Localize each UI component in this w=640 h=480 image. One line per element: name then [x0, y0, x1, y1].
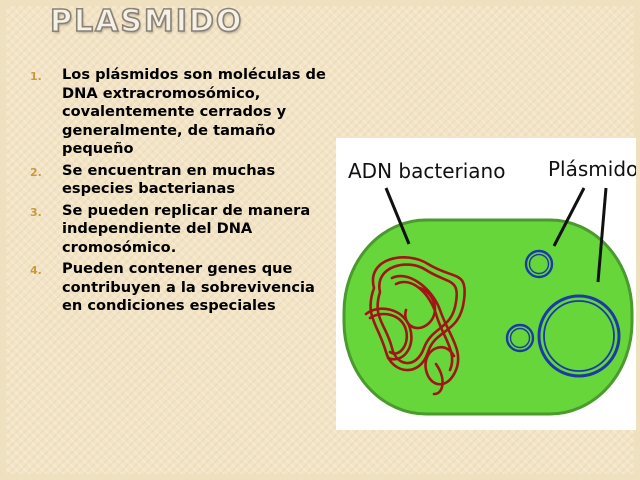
- plasmid: [528, 253, 550, 275]
- list-item: 2. Se encuentran en muchas especies bact…: [30, 162, 335, 199]
- plasmid: [543, 300, 615, 372]
- item-number: 4.: [30, 264, 42, 277]
- item-text: Los plásmidos son moléculas de DNA extra…: [62, 66, 326, 157]
- item-text: Pueden contener genes que contribuyen a …: [62, 260, 315, 314]
- list-item: 4. Pueden contener genes que contribuyen…: [30, 260, 335, 316]
- item-number: 2.: [30, 165, 42, 179]
- item-number: 1.: [30, 70, 42, 83]
- bacterial-dna: [364, 256, 466, 396]
- plasmid: [524, 249, 554, 279]
- bullet-list: 1. Los plásmidos son moléculas de DNA ex…: [30, 66, 335, 319]
- list-item: 3. Se pueden replicar de manera independ…: [30, 202, 335, 258]
- plasmids-label: Plásmidos: [548, 157, 636, 181]
- bacterial-cell: [342, 218, 634, 416]
- plasmid: [537, 294, 621, 378]
- list-item: 1. Los plásmidos son moléculas de DNA ex…: [30, 66, 335, 159]
- item-text: Se pueden replicar de manera independien…: [62, 201, 311, 256]
- plasmid: [505, 323, 535, 353]
- plasmid-pointer-line: [596, 187, 608, 283]
- item-number: 3.: [30, 205, 42, 219]
- dna-pointer-line: [384, 187, 411, 245]
- item-text: Se encuentran en muchas especies bacteri…: [62, 161, 276, 198]
- plasmid: [509, 327, 531, 349]
- plasmid-pointer-line: [552, 187, 586, 247]
- bacterium-diagram: ADN bacteriano Plásmidos: [342, 157, 636, 416]
- bacterial-dna-label: ADN bacteriano: [348, 159, 505, 183]
- slide-title: PLASMIDO: [49, 3, 244, 40]
- plasmids: [505, 249, 621, 378]
- bacterium-figure: ADN bacteriano Plásmidos: [336, 138, 636, 430]
